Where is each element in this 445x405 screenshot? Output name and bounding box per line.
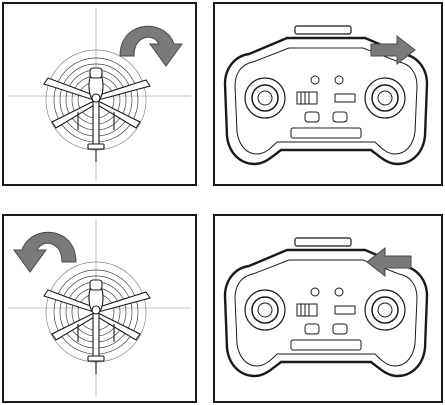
panel-heli-counterclockwise [2, 214, 197, 403]
remote-left-illustration [223, 237, 429, 378]
heli-clockwise-illustration [8, 8, 191, 180]
left-arrow-icon [366, 246, 412, 278]
helicopter-icon [43, 279, 151, 374]
counterclockwise-arrow-icon [13, 231, 77, 273]
helicopter-icon [43, 67, 151, 162]
remote-right-illustration [223, 25, 429, 166]
panel-heli-clockwise [2, 2, 197, 186]
clockwise-arrow-icon [119, 25, 183, 67]
panel-remote-left [213, 214, 443, 403]
heli-counterclockwise-illustration [8, 220, 191, 397]
right-arrow-icon [370, 34, 416, 66]
remote-controller-icon [223, 25, 429, 166]
remote-controller-icon [223, 237, 429, 378]
panel-remote-right [213, 2, 443, 186]
